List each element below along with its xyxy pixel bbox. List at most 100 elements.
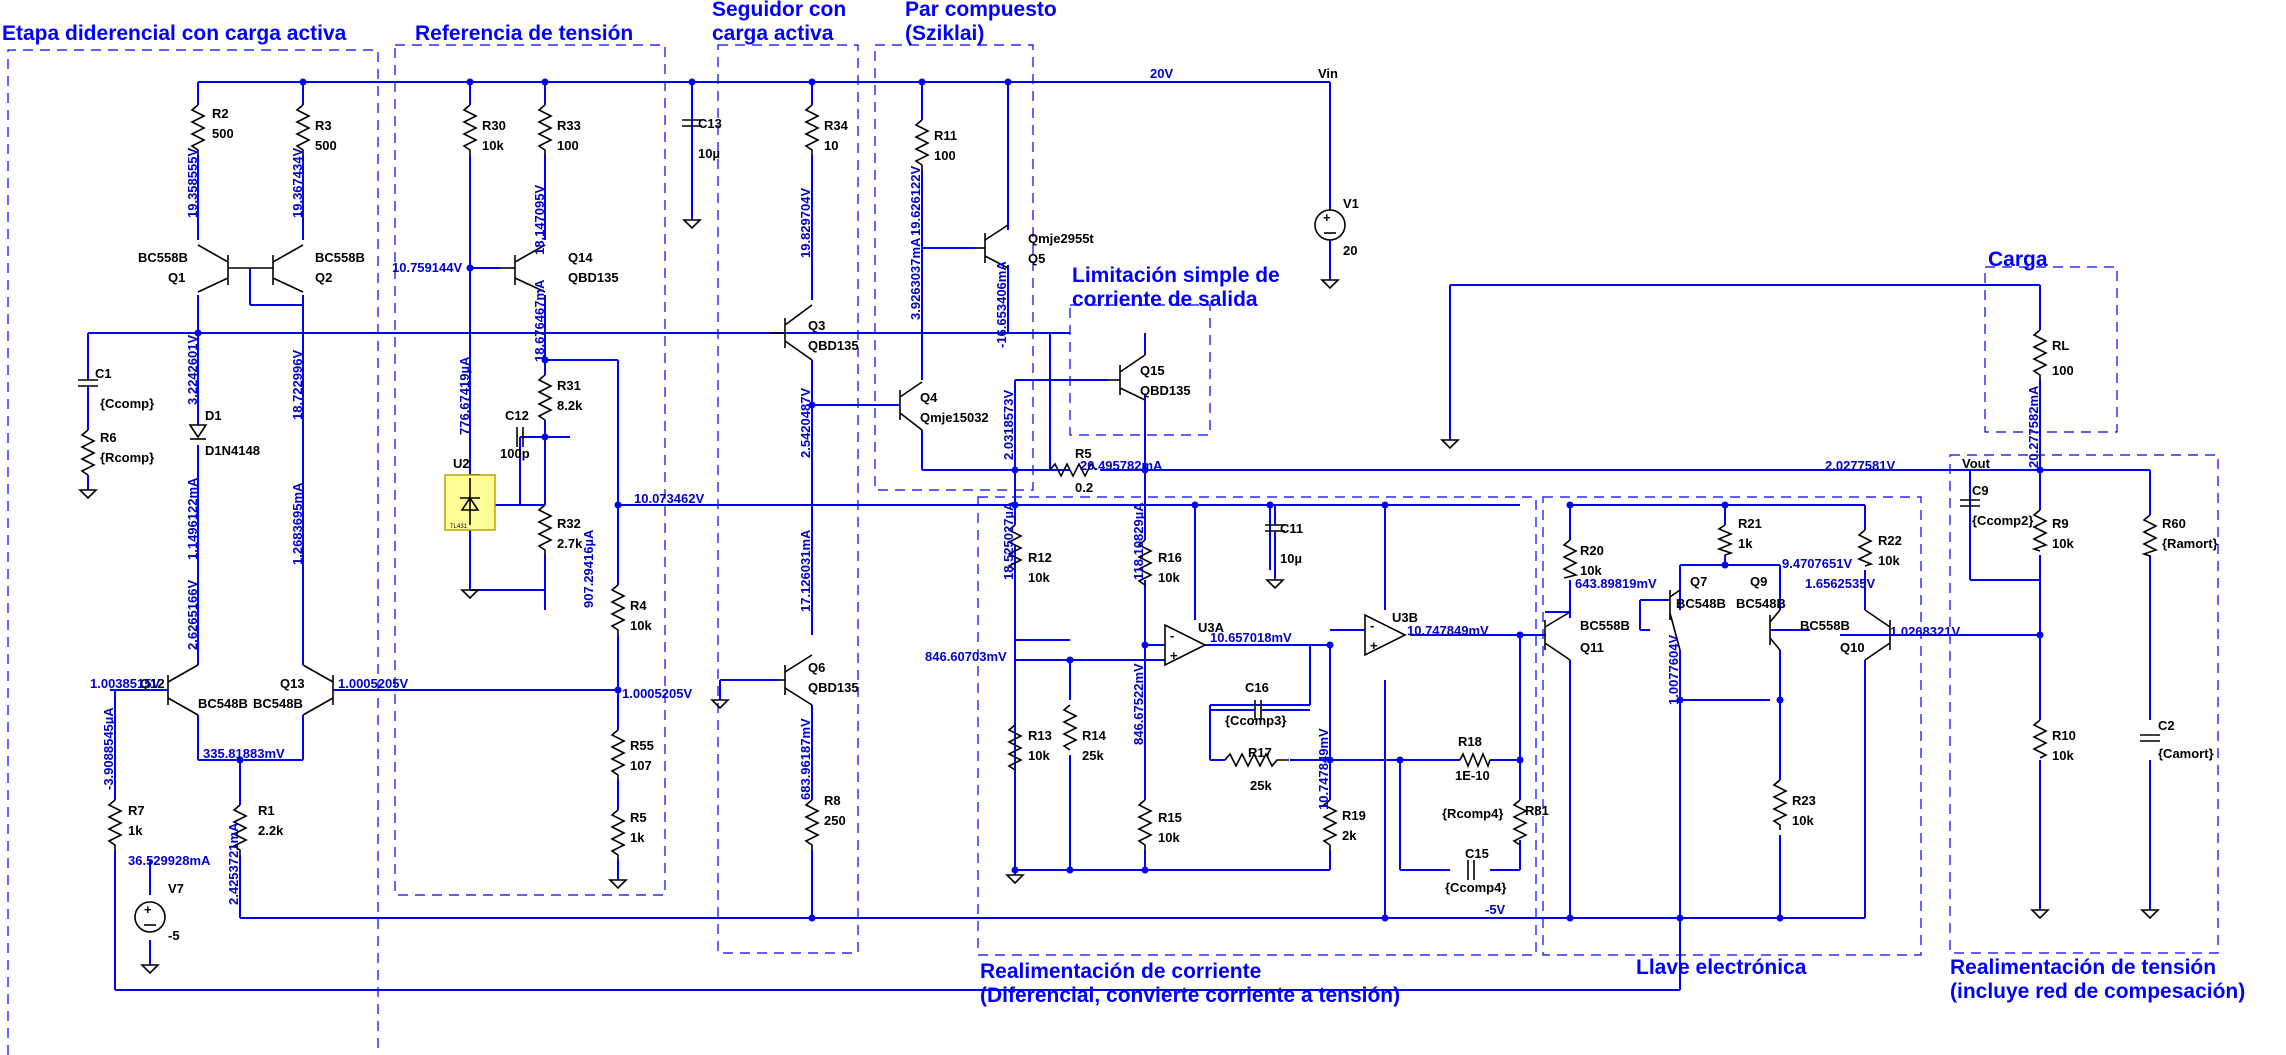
box-realim-corriente xyxy=(977,496,1537,956)
resistor-rl xyxy=(2032,329,2048,380)
readout: 3.2242601V xyxy=(185,335,200,405)
resistor-r15 xyxy=(1137,799,1153,850)
label-r18: R18 xyxy=(1458,734,1482,749)
resistor-r14 xyxy=(1062,704,1078,751)
label-q7: Q7 xyxy=(1690,574,1707,589)
resistor-r12 xyxy=(1007,524,1023,571)
label-d1-model: D1N4148 xyxy=(205,443,260,458)
title-realim-corr-2: (Diferencial, convierte corriente a tens… xyxy=(980,984,1400,1007)
readout: 20.495782mA xyxy=(1080,458,1163,473)
wires xyxy=(87,81,2151,991)
label-v1-value: 20 xyxy=(1343,243,1357,258)
component-labels: R2 500 R3 500 R30 10k R33 100 C13 10µ R3… xyxy=(95,106,2218,943)
label-r33-value: 100 xyxy=(557,138,579,153)
label-q2: Q2 xyxy=(315,270,332,285)
capacitor-c13 xyxy=(682,105,702,155)
readout: 10.759144V xyxy=(392,260,462,275)
net-label-vout: Vout xyxy=(1962,456,1991,471)
capacitors xyxy=(78,105,2160,880)
label-q4-model: Qmje15032 xyxy=(920,410,989,425)
readout: 36.529928mA xyxy=(128,853,211,868)
label-rl: RL xyxy=(2052,338,2069,353)
transistor-q15 xyxy=(1108,354,1146,401)
readout: 118.10829µA xyxy=(1131,502,1146,580)
label-r55-value: 107 xyxy=(630,758,652,773)
readout: 1.0038515V xyxy=(90,676,160,691)
label-r5-lower-value: 1k xyxy=(630,830,645,845)
label-r9-value: 10k xyxy=(2052,536,2074,551)
label-r14-value: 25k xyxy=(1082,748,1104,763)
resistor-r2 xyxy=(190,104,206,155)
label-q13-model: BC548B xyxy=(253,696,303,711)
label-c9-value: {Ccomp2} xyxy=(1972,513,2033,528)
source-v1: + xyxy=(1314,209,1346,241)
label-c11: C11 xyxy=(1280,521,1303,536)
label-r34-value: 10 xyxy=(824,138,838,153)
label-q1-model: BC558B xyxy=(138,250,188,265)
transistor-q5 xyxy=(975,224,1009,269)
voltage-sources: + + xyxy=(134,209,1346,933)
label-u3b: U3B xyxy=(1392,610,1418,625)
resistor-r13 xyxy=(1007,724,1023,771)
label-r8-value: 250 xyxy=(824,813,846,828)
resistor-r5-shunt xyxy=(1049,462,1097,478)
label-v1: V1 xyxy=(1343,196,1359,211)
resistor-r4 xyxy=(610,584,626,635)
readout: 1.0005205V xyxy=(622,686,692,701)
box-llave xyxy=(1542,496,1922,956)
resistor-r9 xyxy=(2031,509,2049,552)
resistor-r16 xyxy=(1137,539,1153,586)
label-q11: Q11 xyxy=(1580,640,1604,655)
label-q5-model: Qmje2955t xyxy=(1028,231,1094,246)
resistor-r31 xyxy=(537,374,553,421)
label-c9: C9 xyxy=(1972,483,1989,498)
resistor-r17 xyxy=(1224,752,1289,768)
net-label-20v: 20V xyxy=(1150,66,1173,81)
readout: 19.626122V xyxy=(908,166,923,236)
capacitor-c2 xyxy=(2140,734,2160,742)
label-q15: Q15 xyxy=(1140,363,1165,378)
label-r34: R34 xyxy=(824,118,849,133)
readout: 1.0268321V xyxy=(1890,624,1960,639)
label-q10: Q10 xyxy=(1840,640,1865,655)
label-r60: R60 xyxy=(2162,516,2186,531)
transistor-q10 xyxy=(1864,609,1891,661)
net-label-minus5v: -5V xyxy=(1485,902,1506,917)
readout: 1.0005205V xyxy=(338,676,408,691)
readout: 2.6265166V xyxy=(185,580,200,650)
readout: -3.9088545µA xyxy=(101,707,116,790)
label-v7-value: -5 xyxy=(168,928,180,943)
svg-text:TL431: TL431 xyxy=(450,524,468,530)
readout: 1.6562535V xyxy=(1805,576,1875,591)
resistor-r34 xyxy=(804,104,820,155)
resistor-r19 xyxy=(1322,799,1338,850)
grounds xyxy=(78,219,2160,975)
resistor-r1 xyxy=(232,804,248,855)
readout: 2.4253721mA xyxy=(226,822,241,905)
label-c15: C15 xyxy=(1465,846,1489,861)
transistor-q12 xyxy=(167,664,199,716)
resistor-r7 xyxy=(107,799,123,850)
readout: 10.657018mV xyxy=(1210,630,1292,645)
readout: 10.747849mV xyxy=(1407,623,1489,638)
label-r21: R21 xyxy=(1738,516,1762,531)
label-r31: R31 xyxy=(557,378,581,393)
label-q3-model: QBD135 xyxy=(808,338,859,353)
label-r2: R2 xyxy=(212,106,229,121)
box-etapa-diferencial xyxy=(7,49,379,1055)
transistor-q11 xyxy=(1544,611,1571,661)
label-d1: D1 xyxy=(205,408,222,423)
label-r18-value: 1E-10 xyxy=(1455,768,1490,783)
readout: 10.073462V xyxy=(634,491,704,506)
capacitor-c1 xyxy=(78,379,98,430)
box-par-compuesto xyxy=(874,44,1034,491)
label-c16: C16 xyxy=(1245,680,1269,695)
readout: 17.126031mA xyxy=(798,529,813,612)
label-r22: R22 xyxy=(1878,533,1902,548)
opamps: -+ -+ xyxy=(1164,613,1407,667)
label-q5: Q5 xyxy=(1028,251,1045,266)
transistor-q3 xyxy=(770,304,813,361)
label-r22-value: 10k xyxy=(1878,553,1900,568)
title-carga: Carga xyxy=(1988,248,2048,271)
readout: 846.60703mV xyxy=(925,649,1007,664)
